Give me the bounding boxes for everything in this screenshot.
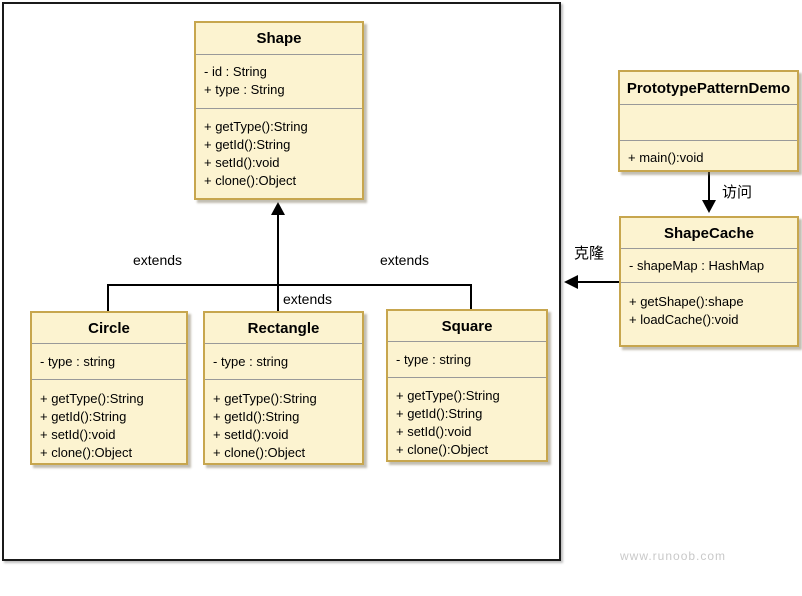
method-row: + getType():String [204, 119, 308, 134]
field-row: - type : string [40, 354, 116, 369]
watermark: www.runoob.com [620, 549, 727, 563]
method-row: + clone():Object [40, 445, 133, 460]
method-row: + setId():void [396, 424, 472, 439]
method-row: + setId():void [204, 155, 280, 170]
edge-label-extends-mid: extends [283, 291, 333, 307]
method-row: + clone():Object [213, 445, 306, 460]
method-row: + getType():String [40, 391, 144, 406]
class-fields-rectangle: - type : string [205, 344, 362, 380]
method-row: + getId():String [213, 409, 300, 424]
field-row: - type : string [213, 354, 289, 369]
class-box-shapecache: ShapeCache - shapeMap : HashMap + getSha… [619, 216, 799, 347]
class-methods-shapecache: + getShape():shape + loadCache():void [621, 283, 797, 345]
field-row: - shapeMap : HashMap [629, 258, 765, 273]
class-title-shapecache: ShapeCache [621, 218, 797, 249]
class-box-prototypepatterndemo: PrototypePatternDemo + main():void [618, 70, 799, 172]
class-methods-square: + getType():String + getId():String + se… [388, 378, 546, 460]
field-row: - type : string [396, 352, 472, 367]
class-box-shape: Shape - id : String + type : String + ge… [194, 21, 364, 200]
method-row: + getId():String [204, 137, 291, 152]
class-title-circle: Circle [32, 313, 186, 344]
class-title-rectangle: Rectangle [205, 313, 362, 344]
class-methods-circle: + getType():String + getId():String + se… [32, 380, 186, 463]
method-row: + getId():String [40, 409, 127, 424]
method-row: + getType():String [396, 388, 500, 403]
method-row: + getShape():shape [629, 294, 744, 309]
class-methods-shape: + getType():String + getId():String + se… [196, 109, 362, 198]
method-row: + getType():String [213, 391, 317, 406]
class-methods-rectangle: + getType():String + getId():String + se… [205, 380, 362, 463]
method-row: + setId():void [40, 427, 116, 442]
method-row: + clone():Object [396, 442, 489, 457]
access-arrowhead-icon [702, 200, 716, 213]
class-fields-square: - type : string [388, 342, 546, 378]
field-row: - id : String [204, 64, 267, 79]
class-box-circle: Circle - type : string + getType():Strin… [30, 311, 188, 465]
method-row: + main():void [628, 150, 704, 165]
method-row: + loadCache():void [629, 312, 739, 327]
class-fields-prototypepatterndemo [620, 105, 797, 141]
class-fields-shape: - id : String + type : String [196, 55, 362, 109]
class-title-shape: Shape [196, 23, 362, 55]
class-title-prototypepatterndemo: PrototypePatternDemo [620, 72, 797, 105]
class-methods-prototypepatterndemo: + main():void [620, 141, 797, 170]
edge-label-clone: 克隆 [574, 245, 605, 262]
system-boundary-rect [2, 2, 561, 561]
edge-label-extends-right: extends [380, 252, 430, 268]
class-box-square: Square - type : string + getType():Strin… [386, 309, 548, 462]
edge-label-access: 访问 [722, 184, 753, 201]
class-fields-shapecache: - shapeMap : HashMap [621, 249, 797, 283]
class-fields-circle: - type : string [32, 344, 186, 380]
field-row: + type : String [204, 82, 285, 97]
class-title-square: Square [388, 311, 546, 342]
edge-label-extends-left: extends [133, 252, 183, 268]
method-row: + getId():String [396, 406, 483, 421]
clone-arrowhead-icon [564, 275, 578, 289]
method-row: + setId():void [213, 427, 289, 442]
class-box-rectangle: Rectangle - type : string + getType():St… [203, 311, 364, 465]
method-row: + clone():Object [204, 173, 297, 188]
